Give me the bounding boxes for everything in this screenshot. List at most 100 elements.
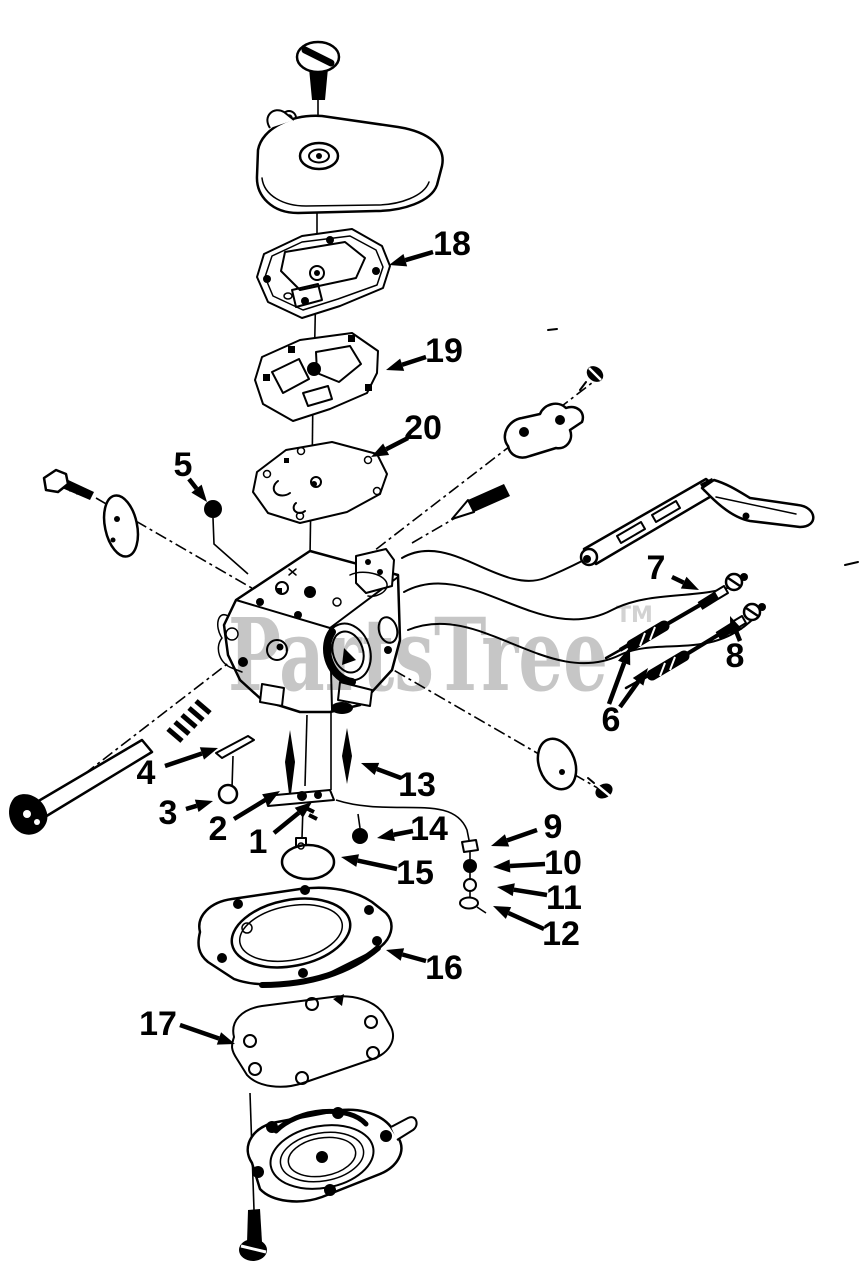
- part-bottom-screw: [239, 1209, 267, 1261]
- callout-number-18: 18: [433, 225, 471, 263]
- watermark-tm: TM: [616, 603, 653, 628]
- callout-arrow-7: [671, 574, 685, 585]
- callout-arrowhead-6: [632, 668, 648, 686]
- callout-arrowhead-12: [493, 906, 512, 919]
- callout-arrow-13: [376, 766, 402, 781]
- callout-arrowhead-5: [191, 484, 207, 502]
- part-right-screw: [587, 777, 613, 799]
- spring-6b: [646, 650, 690, 681]
- body-boss: [355, 548, 395, 594]
- choke-shaft-axis: [29, 378, 598, 817]
- part-gasket-16: [197, 885, 393, 988]
- part-gasket-18: [256, 228, 391, 319]
- callout-arrow-16: [401, 952, 427, 964]
- callout-arrowhead-1: [294, 802, 312, 818]
- callout-arrow-18: [404, 249, 434, 263]
- callout-arrow-3: [185, 803, 198, 812]
- part-pin-4: [215, 735, 255, 789]
- part-metering-bracket: [503, 402, 585, 459]
- callout-number-7: 7: [647, 549, 666, 587]
- callout-arrowhead-19: [386, 358, 405, 371]
- callout-arrowhead-6: [618, 647, 631, 666]
- callout-number-2: 2: [209, 810, 228, 848]
- part-bracket-screw: [579, 366, 604, 391]
- part-needle-2: [285, 730, 295, 802]
- callout-arrow-19: [401, 354, 427, 367]
- callout-number-6: 6: [602, 701, 621, 739]
- callout-arrow-11: [513, 887, 548, 898]
- callout-arrow-2: [232, 797, 267, 821]
- callout-number-12: 12: [542, 915, 580, 953]
- part-throttle-plate: [536, 737, 578, 791]
- callout-arrowhead-2: [262, 791, 280, 806]
- part-carburetor-body: [216, 548, 402, 714]
- callout-number-17: 17: [139, 1005, 177, 1043]
- callout-number-13: 13: [398, 766, 436, 804]
- callout-arrowhead-7: [680, 576, 699, 590]
- callout-arrowhead-15: [341, 854, 359, 867]
- watermark-text: PartsTree: [228, 596, 608, 714]
- throttle-shaft-axis: [95, 497, 609, 795]
- callout-arrow-12: [507, 910, 545, 932]
- callout-arrow-5: [187, 477, 199, 490]
- part-metering-diaphragm: [246, 1107, 418, 1203]
- callout-arrow-15: [357, 858, 398, 872]
- part-needle-screw-7: [604, 572, 748, 660]
- spring-6a: [626, 620, 670, 651]
- part-pump-cover: [255, 109, 444, 215]
- callout-arrowhead-17: [216, 1032, 235, 1045]
- callout-number-15: 15: [396, 854, 434, 892]
- callout-arrow-14: [393, 828, 414, 837]
- callout-arrowhead-8: [730, 616, 743, 635]
- callout-number-8: 8: [726, 637, 745, 675]
- part-ball-14: [352, 813, 368, 844]
- callout-arrowhead-11: [497, 883, 515, 897]
- callout-arrowhead-10: [493, 859, 511, 873]
- part-diaphragm-button-15: [280, 837, 336, 881]
- callout-arrowhead-16: [386, 948, 405, 961]
- watermark: PartsTree TM: [228, 596, 653, 714]
- callout-arrow-10: [509, 861, 546, 869]
- part-choke-shaft: [9, 738, 154, 835]
- callout-number-9: 9: [544, 808, 563, 846]
- part-inlet-stack: [459, 839, 487, 914]
- part-throttle-crank: [579, 477, 815, 567]
- callout-arrowhead-20: [371, 443, 390, 457]
- callout-number-19: 19: [425, 332, 463, 370]
- callout-arrow-1: [272, 811, 301, 835]
- part-10: [463, 859, 477, 873]
- tick-marks: [547, 328, 859, 566]
- callout-arrow-20: [385, 435, 410, 452]
- part-choke-spring: [166, 699, 212, 743]
- callout-number-10: 10: [544, 844, 582, 882]
- part-ring-3: [217, 783, 239, 805]
- callout-arrowhead-14: [377, 828, 395, 842]
- callout-number-4: 4: [137, 754, 156, 792]
- part-diaphragm-20: [252, 441, 388, 524]
- callout-arrow-6: [618, 680, 640, 709]
- callout-number-5: 5: [174, 446, 193, 484]
- part-needle-13: [342, 728, 352, 784]
- inlet-plug-axis: [411, 517, 456, 544]
- part-plate-17: [231, 994, 394, 1088]
- callout-number-3: 3: [159, 794, 178, 832]
- callout-number-16: 16: [425, 949, 463, 987]
- callout-arrow-9: [506, 827, 538, 843]
- callout-number-1: 1: [249, 823, 268, 861]
- callout-arrow-8: [734, 630, 743, 642]
- part-choke-plate: [102, 494, 140, 558]
- part-gasket-19: [254, 332, 379, 422]
- callout-number-14: 14: [410, 810, 448, 848]
- part-9: [461, 839, 479, 853]
- part-top-screw: [281, 40, 341, 126]
- callout-number-20: 20: [404, 409, 442, 447]
- part-ball-5: [204, 500, 222, 518]
- part-left-screw: [42, 468, 94, 500]
- callout-arrowhead-4: [199, 747, 218, 760]
- part-12: [459, 896, 479, 910]
- callout-number-11: 11: [546, 879, 582, 917]
- part-inlet-plug: [451, 484, 510, 520]
